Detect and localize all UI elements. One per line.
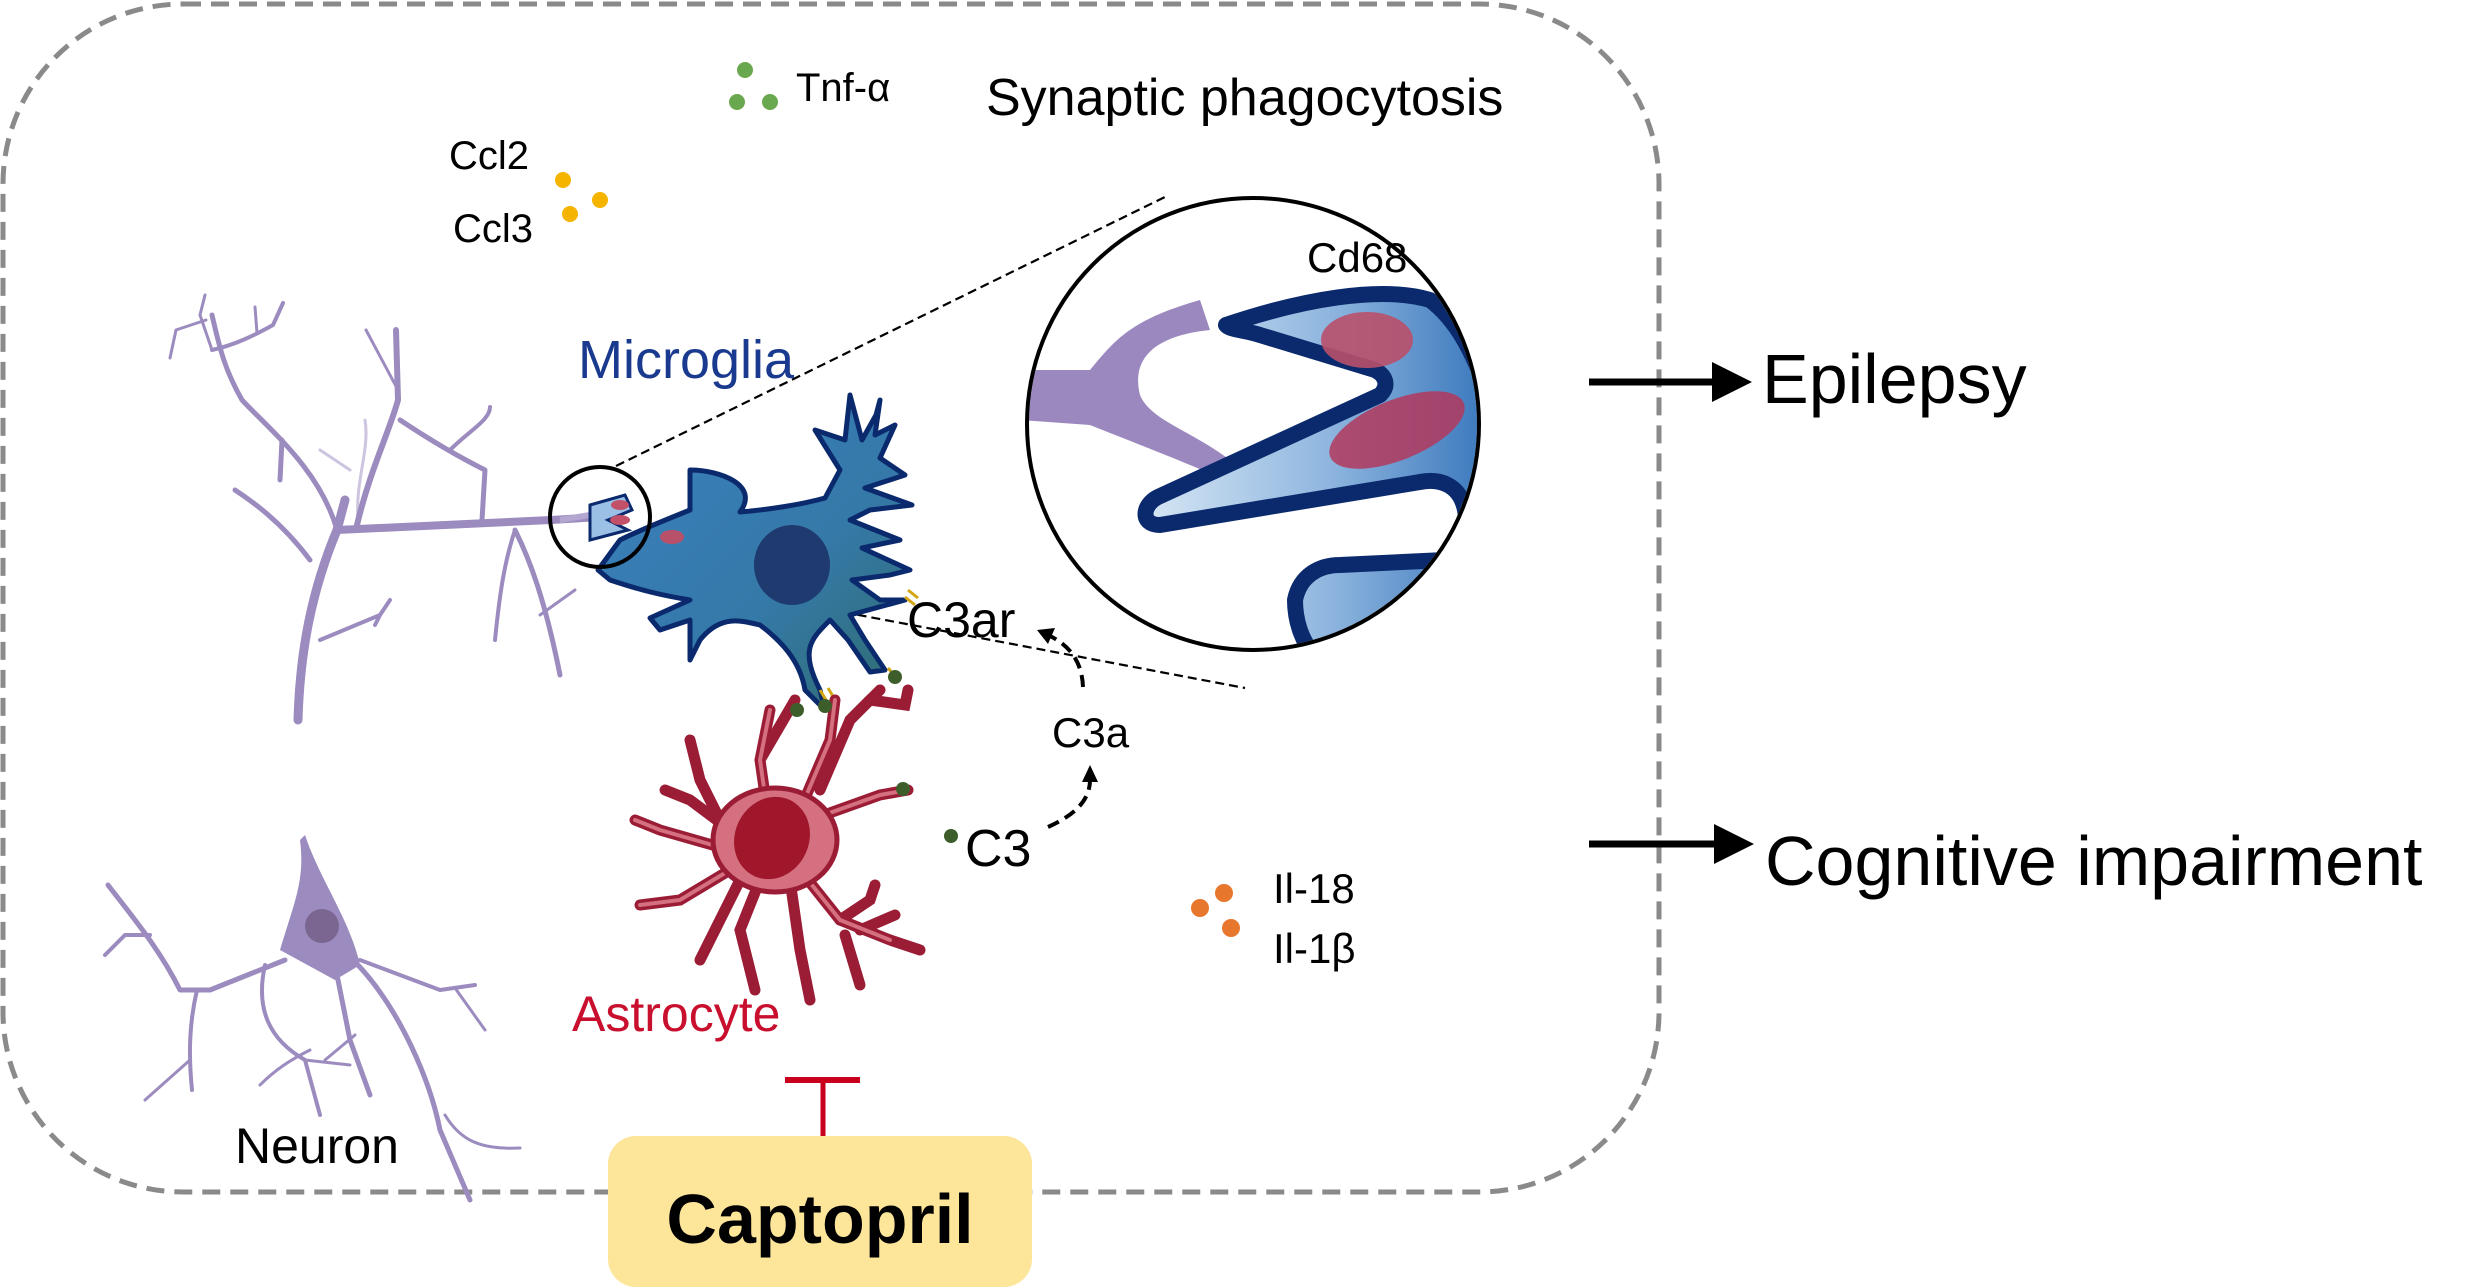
zoom-line-bottom	[609, 566, 1246, 690]
label-neuron: Neuron	[235, 1118, 399, 1174]
astrocyte-cell	[629, 670, 958, 1006]
label-c3: C3	[965, 820, 1031, 878]
microglia-nucleus	[754, 525, 830, 605]
c3a-to-c3ar-arrow	[1049, 634, 1085, 688]
phagocytosis-zoom-circle	[1025, 196, 1481, 652]
synapse-magnifier	[548, 465, 652, 569]
c3-dot	[944, 829, 958, 843]
neuron-nucleus	[305, 909, 339, 943]
cognitive-arrow	[1589, 824, 1754, 864]
outcome-cognitive-impairment: Cognitive impairment	[1765, 822, 2422, 900]
label-il1b: Il-1β	[1273, 925, 1356, 972]
c3-to-c3a-arrow	[1047, 779, 1092, 829]
label-ccl3: Ccl3	[453, 207, 533, 251]
label-astrocyte: Astrocyte	[572, 986, 780, 1042]
label-c3a: C3a	[1052, 709, 1130, 756]
il-dots	[1191, 884, 1240, 937]
label-il18: Il-18	[1273, 865, 1355, 912]
neuron-cell	[103, 293, 604, 1203]
label-tnf: Tnf-α	[796, 66, 890, 110]
label-cd68: Cd68	[1307, 234, 1407, 281]
label-microglia: Microglia	[578, 330, 795, 390]
context-frame	[0, 1, 1662, 1195]
captopril-box	[608, 1136, 1032, 1287]
zoom-line-top	[615, 195, 1168, 467]
inhibition-bar	[785, 1077, 860, 1136]
astrocyte-nucleus	[734, 796, 810, 880]
label-ccl2: Ccl2	[449, 134, 529, 178]
epilepsy-arrow	[1589, 362, 1752, 402]
phagocytosed-synapse	[660, 530, 684, 544]
outcome-epilepsy: Epilepsy	[1762, 340, 2027, 418]
microglia-cell	[595, 392, 919, 713]
tnf-dots	[729, 62, 778, 110]
label-captopril: Captopril	[666, 1180, 973, 1258]
ccl-dots	[555, 172, 608, 222]
label-c3ar: C3ar	[907, 592, 1015, 648]
title-synaptic-phagocytosis: Synaptic phagocytosis	[986, 69, 1503, 127]
